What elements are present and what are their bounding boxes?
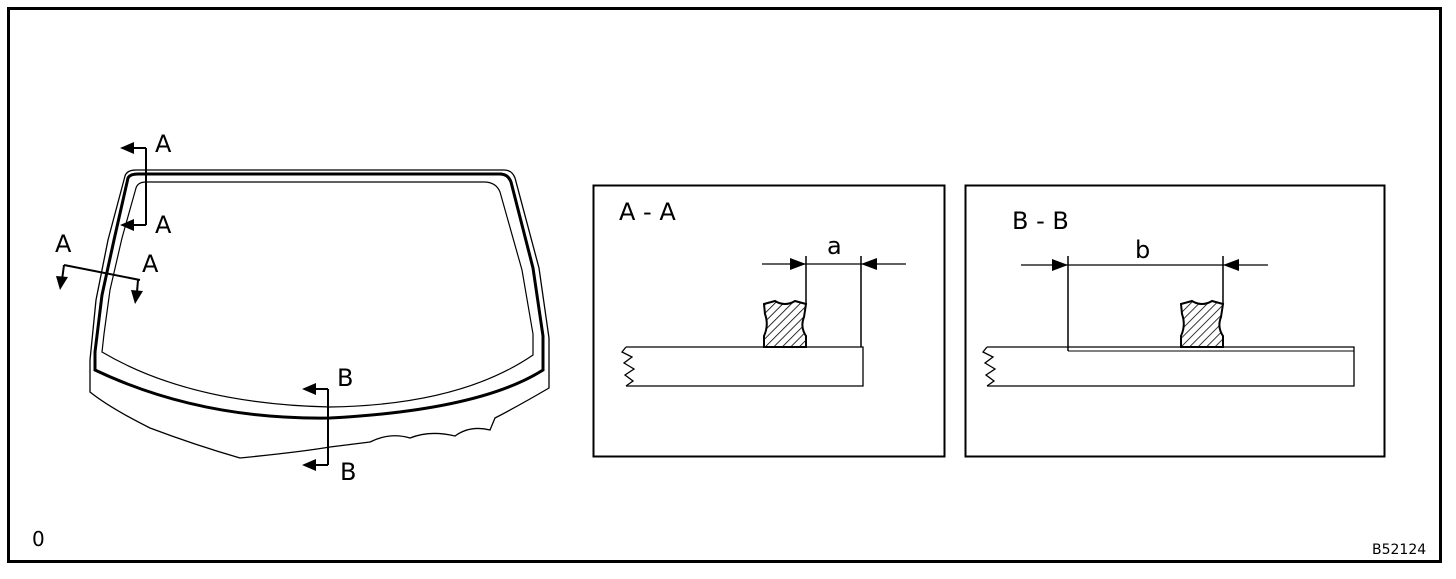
section-a-cut-marker: A A [120,130,172,239]
detail-b-dam [1179,299,1225,348]
detail-b-glass [987,346,1355,387]
figure-id: B52124 [1372,542,1426,558]
section-b-bottom-label: B [340,458,356,486]
section-b-cut-marker: B B [302,364,356,486]
windshield-body-outline [89,169,550,459]
windshield-glass-edge [93,172,545,420]
corner-label: 0 [32,527,45,551]
dimension-b-label: b [1135,236,1150,264]
detail-b-title: B - B [1012,207,1069,235]
section-b-top-label: B [337,364,353,392]
detail-a-panel: A - A a [592,184,946,458]
section-a-bottom-label: A [155,211,172,239]
detail-b-panel: B - B b [964,184,1386,458]
section-a-side-cut-marker: A A [55,230,159,304]
windshield-drawing [89,169,550,459]
dimension-a-label: a [827,232,842,260]
detail-a-title: A - A [619,198,676,226]
outer-frame [7,7,1442,563]
detail-a-dam [762,299,808,348]
section-a-side-left-label: A [55,230,72,258]
detail-a-glass [626,346,864,387]
section-a-side-right-label: A [142,250,159,278]
section-a-top-label: A [155,130,172,158]
windshield-inner-edge [101,181,534,408]
